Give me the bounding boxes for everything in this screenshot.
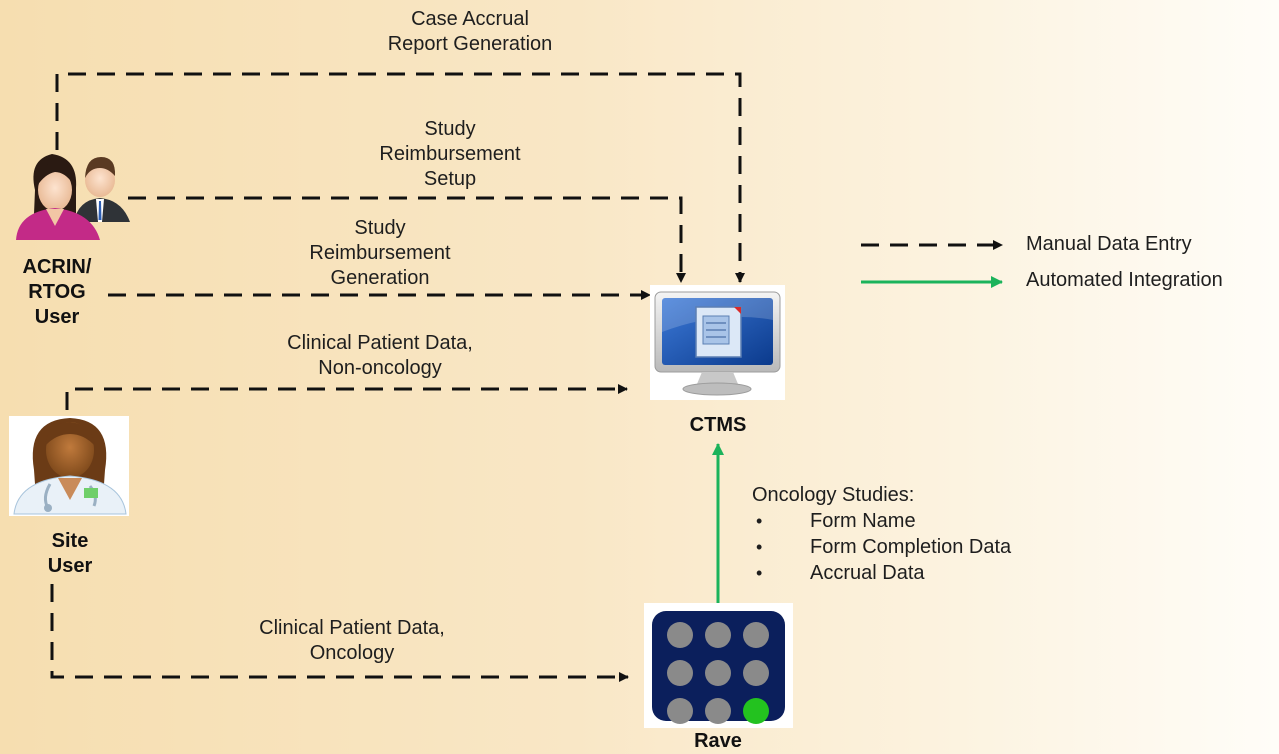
label-clinical-non-oncology: Clinical Patient Data, Non-oncology (287, 332, 473, 379)
rave-dot (705, 622, 731, 648)
rave-dot (705, 660, 731, 686)
ctms-label: CTMS (689, 414, 747, 436)
edge-case-accrual (55, 72, 745, 283)
rave-label: Rave (694, 730, 742, 752)
rave-dot (743, 622, 769, 648)
site-user-icon (9, 416, 129, 516)
rave-icon (644, 603, 793, 728)
label-reimbursement-setup: Study Reimbursement Setup (379, 118, 521, 190)
rave-dot (705, 698, 731, 724)
edge-clinical-non-oncology (65, 384, 628, 410)
ctms-icon (650, 285, 785, 400)
label-case-accrual: Case Accrual Report Generation (387, 8, 553, 55)
edge-reimbursement-setup (128, 196, 686, 283)
acrin-user-icon (16, 154, 130, 240)
legend-automated-label: Automated Integration (1026, 269, 1223, 291)
oncology-studies-heading: Oncology Studies: (752, 484, 915, 506)
rave-dot (667, 660, 693, 686)
label-reimbursement-generation: Study Reimbursement Generation (309, 217, 451, 289)
site-user-label: Site User (47, 530, 93, 577)
legend-manual-label: Manual Data Entry (1026, 233, 1192, 255)
rave-dot (667, 622, 693, 648)
label-clinical-oncology: Clinical Patient Data, Oncology (259, 617, 445, 664)
rave-dot-active (743, 698, 769, 724)
rave-dot (743, 660, 769, 686)
rave-dot (667, 698, 693, 724)
oncology-studies-list: Oncology Studies: Form Name Form Complet… (752, 482, 1011, 586)
list-item: Form Name (752, 508, 1011, 534)
acrin-user-label: ACRIN/ RTOG User (22, 256, 92, 328)
list-item: Form Completion Data (752, 534, 1011, 560)
edge-clinical-oncology (50, 584, 629, 682)
list-item: Accrual Data (752, 560, 1011, 586)
